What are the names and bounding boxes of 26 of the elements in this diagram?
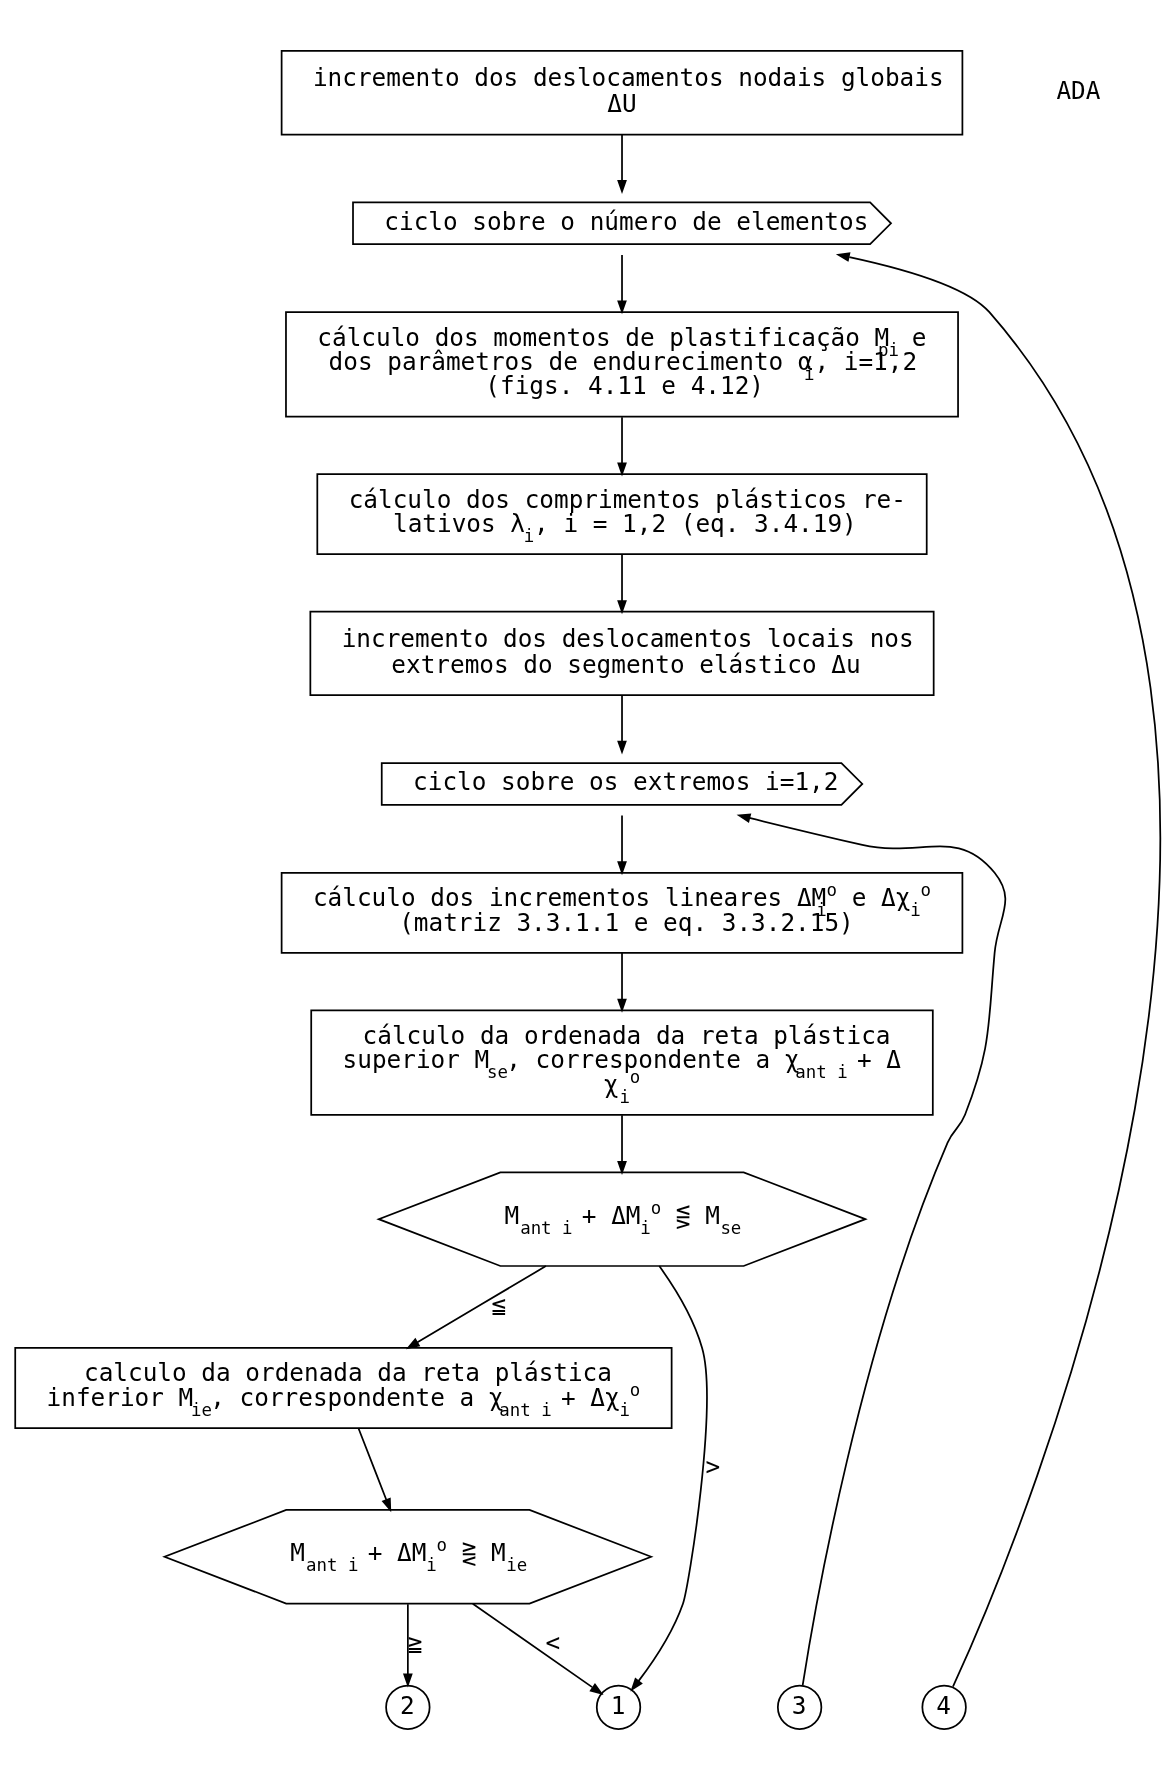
edge-label: < <box>545 1627 561 1657</box>
arrow <box>617 133 627 194</box>
label: ADA <box>1056 75 1101 105</box>
arrow <box>617 1113 627 1175</box>
arrow <box>405 1264 547 1349</box>
arrow <box>617 553 627 614</box>
node-circle: 4 <box>921 1684 967 1730</box>
node-circle: 1 <box>595 1684 642 1730</box>
arrow <box>617 415 627 477</box>
arrow <box>617 951 627 1013</box>
node-box: incremento dos deslocamentos locais nos extremos do segmento elástico Δu <box>309 610 935 696</box>
arrow <box>617 253 627 314</box>
node-box: cálculo dos comprimentos plásticos re- lativos λ$_{i}$, i = 1,2 (eq. 3.4.19) <box>316 472 928 555</box>
arrow <box>630 1264 708 1692</box>
arrow <box>617 694 627 755</box>
node-circle: 3 <box>776 1684 823 1730</box>
edge-label: ≦ <box>491 1289 507 1319</box>
arrow <box>471 1602 604 1695</box>
arrow <box>402 1602 413 1687</box>
edge-label: > <box>705 1451 721 1481</box>
arrow <box>357 1426 392 1512</box>
node-box: incremento dos deslocamentos nodais globais ΔU <box>280 49 964 135</box>
node-circle: 2 <box>385 1684 431 1730</box>
arrow <box>835 251 1162 1688</box>
arrow <box>736 812 1007 1686</box>
arrow <box>617 814 627 875</box>
